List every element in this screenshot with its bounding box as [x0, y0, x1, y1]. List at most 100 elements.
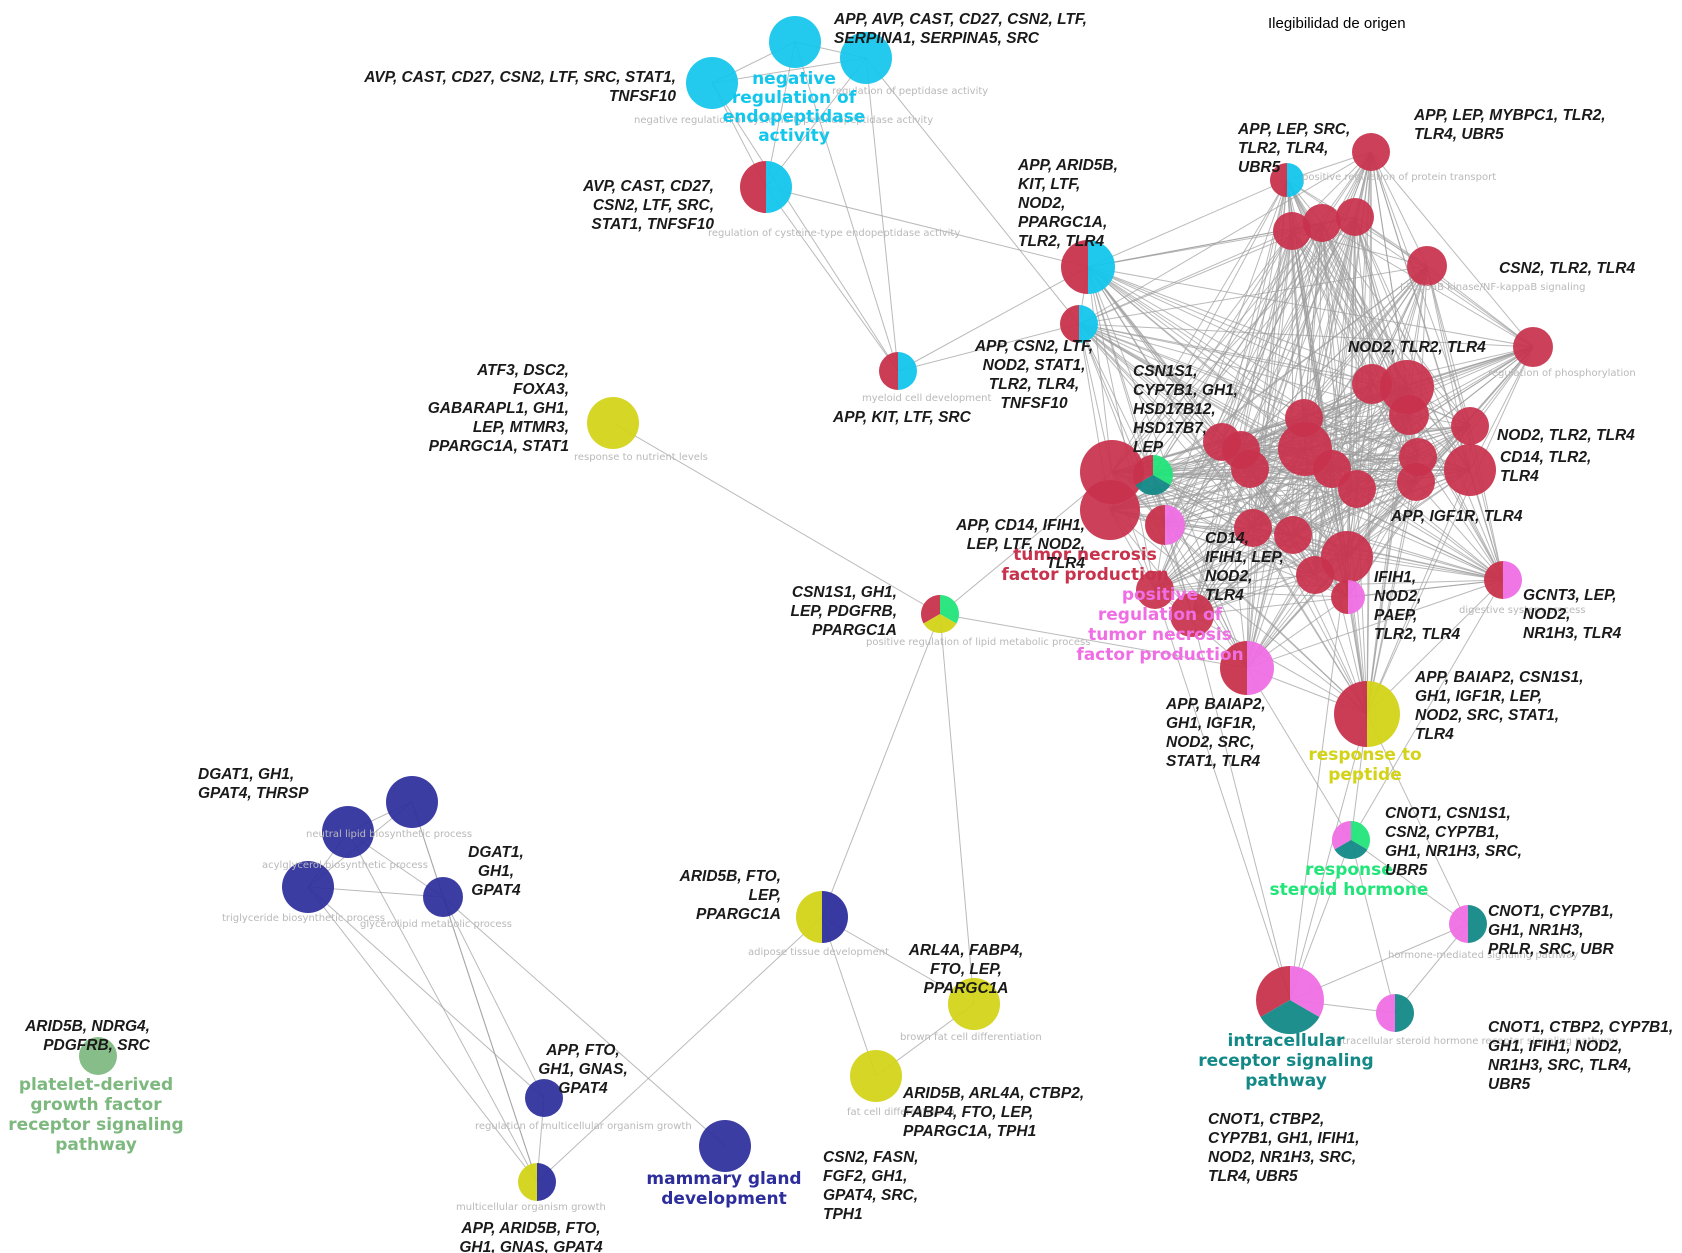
network-edge [865, 57, 899, 372]
network-edge [1087, 266, 1156, 591]
term-label-intracellular_steroid: intracellular steroid hormone receptor s… [1333, 1036, 1618, 1047]
network-edge [347, 831, 538, 1183]
gene-list-g34: CSN2, FASN,FGF2, GH1,GPAT4, SRC,TPH1 [823, 1149, 919, 1223]
gene-list-g30: APP, FTO,GH1, GNAS,GPAT4 [538, 1042, 628, 1097]
node-slice [796, 891, 822, 943]
gene-list-g21: APP, BAIAP2, CSN1S1,GH1, IGF1R, LEP,NOD2… [1414, 669, 1584, 743]
network-edge [1087, 266, 1113, 473]
network-edge [1370, 151, 1504, 581]
network-edge [1314, 216, 1356, 576]
network-edge [765, 186, 899, 372]
term-node-int [1256, 966, 1324, 1034]
network-edge [1346, 556, 1504, 581]
term-node-c17 [1080, 480, 1140, 540]
network-edge [1292, 222, 1323, 536]
node-slice [1334, 840, 1368, 859]
network-edge [1164, 524, 1248, 669]
gene-list-g8: NOD2, TLR2, TLR4 [1348, 339, 1486, 356]
term-node-cy1 [769, 16, 821, 68]
node-slice [1287, 163, 1304, 197]
node-slice [1060, 305, 1079, 343]
network-edge [442, 896, 726, 1147]
term-node-mam [699, 1120, 751, 1172]
network-edge [1164, 524, 1294, 536]
term-label-triglyceride: triglyceride biosynthetic process [222, 913, 385, 924]
node-slice [1484, 561, 1503, 599]
term-node-org [518, 1163, 556, 1201]
network-edge [1240, 230, 1293, 451]
node-slice [1332, 821, 1351, 850]
node-slice [699, 1120, 751, 1172]
network-edge [897, 323, 1080, 372]
term-node-c14 [1399, 438, 1437, 476]
gene-list-g3: AVP, CAST, CD27,CSN2, LTF, SRC,STAT1, TN… [582, 178, 714, 233]
term-label-digestive: digestive system process [1459, 605, 1586, 616]
network-edge [1078, 323, 1254, 529]
node-slice [79, 1037, 117, 1075]
network-edge [1154, 527, 1254, 591]
network-edge [939, 471, 1113, 615]
gene-list-g24: DGAT1,GH1,GPAT4 [468, 844, 524, 899]
node-slice [1256, 966, 1290, 1017]
network-edge [1252, 481, 1417, 529]
term-node-c24 [1136, 571, 1174, 609]
network-edge [821, 916, 975, 1005]
node-slice [1061, 240, 1088, 294]
node-slice [1449, 905, 1468, 943]
term-node-b4 [1303, 204, 1341, 242]
network-edge [1087, 266, 1316, 576]
gene-list-g26: CNOT1, CSN1S1,CSN2, CYP7B1,GH1, NR1H3, S… [1385, 805, 1522, 879]
gene-list-g17: CD14,IFIH1, LEP,NOD2,TLR4 [1205, 530, 1284, 604]
term-node-neg [740, 161, 792, 213]
node-slice [322, 806, 374, 858]
term-label-glycerolipid: glycerolipid metabolic process [360, 919, 512, 930]
gene-list-g23: DGAT1, GH1,GPAT4, THRSP [198, 766, 309, 802]
node-slice [1336, 198, 1374, 236]
gene-list-g13: NOD2, TLR2, TLR4 [1497, 427, 1635, 444]
node-slice [921, 595, 940, 624]
network-edge [1408, 346, 1534, 416]
network-edge [1331, 216, 1356, 470]
network-edge [1370, 151, 1428, 267]
node-slice [1153, 455, 1173, 485]
node-slice [840, 32, 892, 84]
network-edge [1246, 667, 1352, 841]
network-edge [1087, 266, 1305, 419]
term-node-c8 [1231, 450, 1269, 488]
term-label-protein_transport: positive regulation of protein transport [1302, 172, 1496, 183]
gene-list-g6: APP, ARID5B,KIT, LTF,NOD2,PPARGC1A,TLR2,… [1017, 157, 1118, 250]
node-slice [1273, 212, 1311, 250]
term-node-hor [1449, 905, 1487, 943]
term-node-c22 [1296, 556, 1334, 594]
network-edge [1191, 614, 1291, 1001]
network-edge [1221, 216, 1356, 443]
network-edge [1154, 574, 1316, 591]
network-edge [1078, 323, 1408, 388]
node-slice [1165, 505, 1185, 545]
node-slice [879, 352, 898, 390]
network-edge [1111, 346, 1534, 473]
network-edge [1191, 614, 1368, 715]
node-slice [537, 1163, 556, 1201]
network-edge [1111, 179, 1288, 473]
gene-list-g29: ARID5B, NDRG4,PDGFRB, SRC [24, 1018, 151, 1054]
network-edge [307, 886, 538, 1183]
network-edge [1087, 266, 1408, 388]
node-slice [1407, 246, 1447, 286]
network-edge [307, 886, 545, 1099]
node-slice [1088, 240, 1115, 294]
gene-list-g10: APP, KIT, LTF, SRC [832, 409, 972, 426]
gene-labels-layer: APP, AVP, CAST, CD27, CSN2, LTF,SERPINA1… [24, 11, 1673, 1253]
term-node-b7 [1513, 327, 1553, 367]
network-edge [1191, 230, 1293, 616]
node-slice [1231, 450, 1269, 488]
node-slice [1203, 423, 1241, 461]
node-slice [1296, 556, 1334, 594]
term-node-c7 [1203, 423, 1241, 461]
gene-list-g22: APP, BAIAP2,GH1, IGF1R,NOD2, SRC,STAT1, … [1165, 696, 1266, 770]
term-label-neutral_lipid: neutral lipid biosynthetic process [306, 829, 472, 840]
